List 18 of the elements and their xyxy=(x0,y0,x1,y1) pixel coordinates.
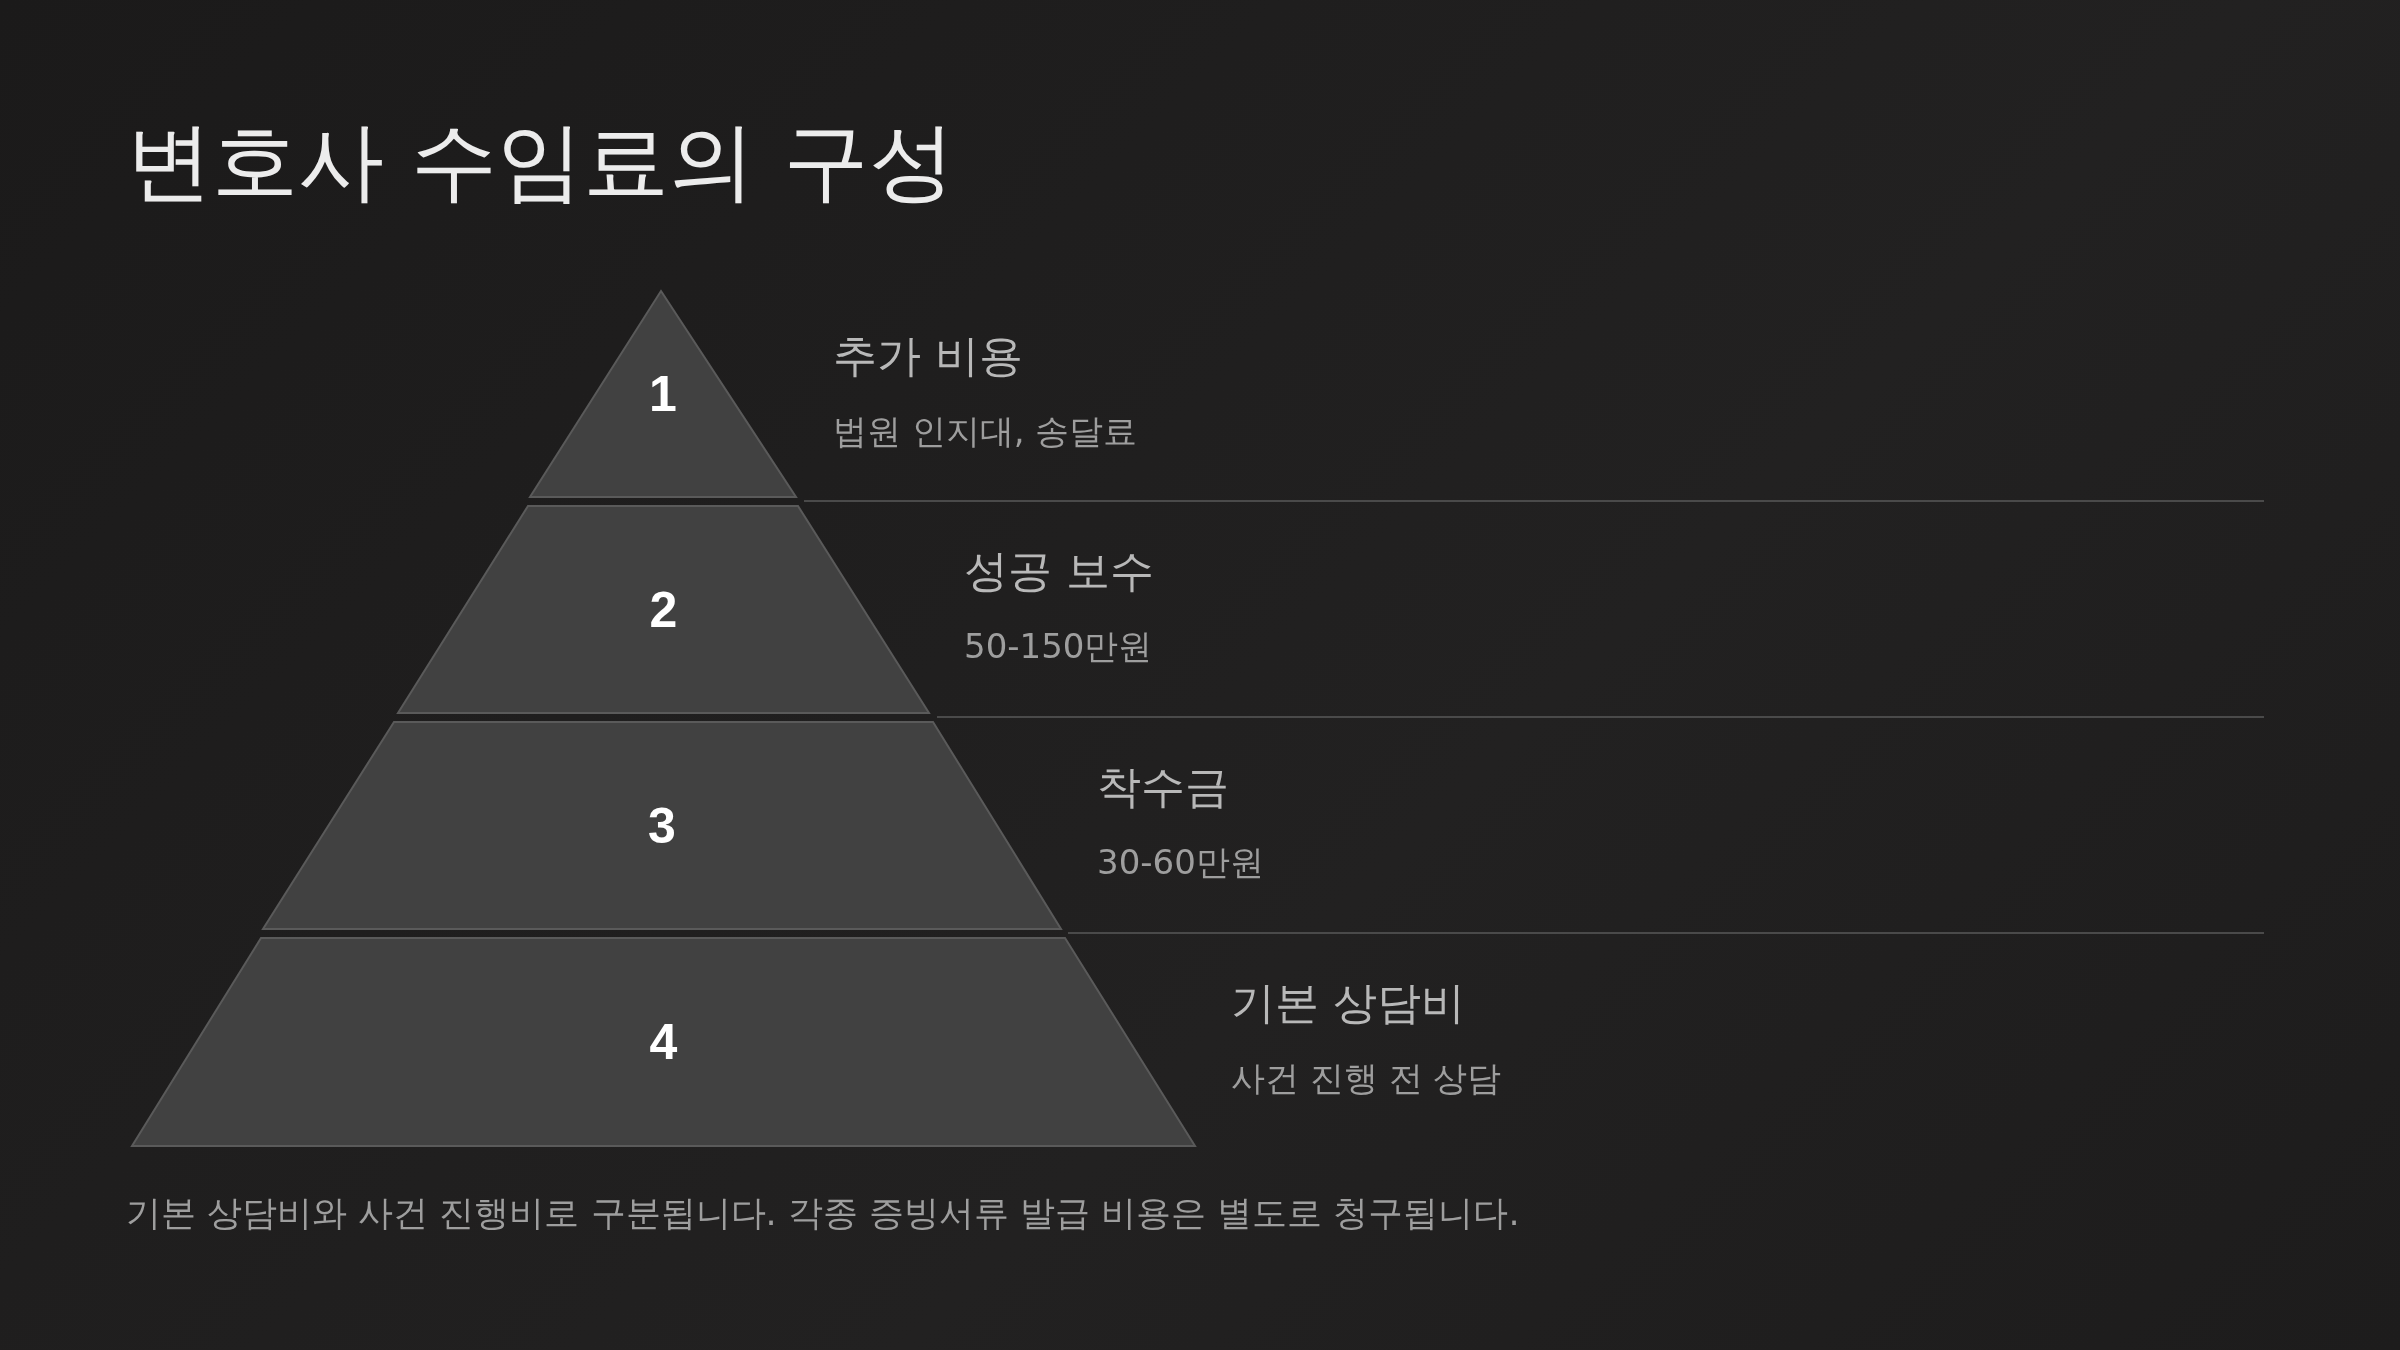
pyramid-tier xyxy=(263,722,1061,929)
tier-heading: 추가 비용 xyxy=(833,329,1023,383)
caption: 기본 상담비와 사건 진행비로 구분됩니다. 각종 증빙서류 발급 비용은 별도로 청구됩니다. xyxy=(126,1192,1520,1235)
title: 변호사 수임료의 구성 xyxy=(126,110,955,213)
tier-heading: 착수금 xyxy=(1097,760,1229,814)
tier-heading: 기본 상담비 xyxy=(1231,976,1465,1030)
tier-number: 2 xyxy=(649,580,678,639)
tier-number: 4 xyxy=(649,1013,678,1071)
tier-heading: 성공 보수 xyxy=(964,544,1154,598)
tier-description: 사건 진행 전 상담 xyxy=(1231,1057,1502,1100)
pyramid-tier xyxy=(398,506,929,713)
tier-description: 50-150만원 xyxy=(964,625,1153,668)
pyramid-tier xyxy=(132,938,1195,1146)
tier-number: 1 xyxy=(649,365,677,423)
tier-number: 3 xyxy=(648,796,676,855)
tier-description: 30-60만원 xyxy=(1097,841,1264,884)
tier-description: 법원 인지대, 송달료 xyxy=(833,410,1138,453)
pyramid-tier xyxy=(530,291,796,497)
